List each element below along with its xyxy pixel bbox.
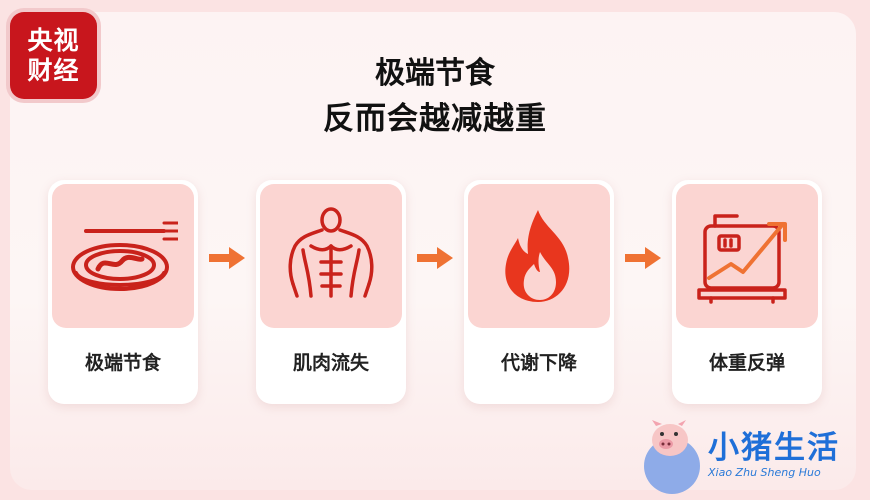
step-card-3: 代谢下降 [464, 180, 614, 404]
step-icon-box-4 [676, 184, 818, 328]
watermark: 小猪生活 Xiao Zhu Sheng Huo [636, 418, 868, 498]
step-card-2: 肌肉流失 [256, 180, 406, 404]
step-icon-box-2 [260, 184, 402, 328]
title-line-1: 极端节食 [375, 56, 495, 91]
step-card-4: 体重反弹 [672, 180, 822, 404]
muscle-torso-icon [288, 207, 374, 298]
cctv-finance-logo: 央视 财经 [10, 12, 97, 99]
step-label-1: 极端节食 [84, 352, 161, 374]
step-card-1: 极端节食 [48, 180, 198, 404]
logo-line-1: 央视 [27, 25, 80, 55]
step-label-3: 代谢下降 [500, 352, 577, 374]
arrow-right-icon [417, 247, 453, 269]
step-icon-box-1 [52, 184, 194, 328]
step-label-2: 肌肉流失 [292, 352, 369, 374]
title-line-2: 反而会越减越重 [323, 101, 547, 137]
flame-icon [505, 210, 570, 302]
logo-line-2: 财经 [27, 55, 80, 85]
step-icon-box-3 [468, 184, 610, 328]
plate-fork-icon [71, 221, 178, 291]
watermark-title: 小猪生活 [708, 430, 840, 466]
scale-trend-up-icon [697, 214, 787, 304]
pig-mascot-icon [644, 420, 700, 494]
arrow-right-icon [209, 247, 245, 269]
step-label-4: 体重反弹 [708, 352, 785, 374]
watermark-subtitle: Xiao Zhu Sheng Huo [708, 466, 821, 479]
arrow-right-icon [625, 247, 661, 269]
